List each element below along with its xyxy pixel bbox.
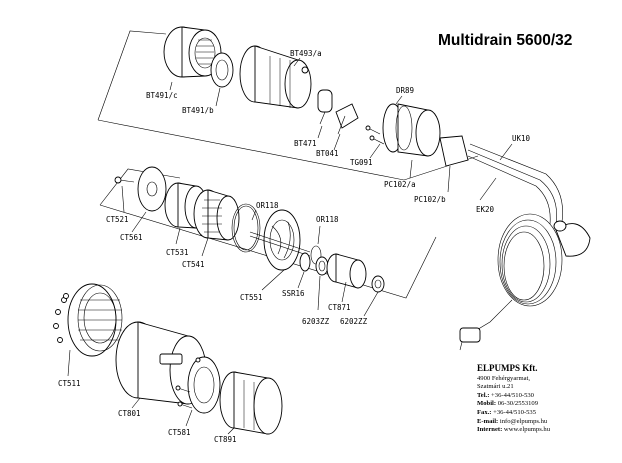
part-ct581 <box>175 356 221 414</box>
part-ct541 <box>193 189 240 241</box>
part-pc102a <box>395 103 441 157</box>
label-bt041: BT041 <box>316 149 339 158</box>
company-tel: Tel.: +36-44/510-530 <box>477 391 534 399</box>
label-ct541: CT541 <box>182 260 205 269</box>
part-ssr16 <box>299 252 311 272</box>
part-ct561 <box>137 166 167 212</box>
part-6203zz <box>315 256 329 276</box>
part-bt491b <box>210 52 234 88</box>
company-mobil: Mobil: 06-30/2553109 <box>477 400 539 408</box>
part-bt493a <box>239 45 312 109</box>
label-ct871: CT871 <box>328 303 351 312</box>
part-bt471 <box>317 89 333 125</box>
part-ct511 <box>53 283 123 357</box>
label-ssr16: SSR16 <box>282 289 305 298</box>
label-tg091: TG091 <box>350 158 373 167</box>
part-ct891 <box>219 371 283 435</box>
label-bt491c: BT491/c <box>146 91 178 100</box>
label-bt491b: BT491/b <box>182 106 214 115</box>
leader-lines <box>67 57 513 435</box>
part-float-switch <box>553 220 591 257</box>
company-internet: Internet: www.elpumps.hu <box>477 426 551 434</box>
label-dr89: DR89 <box>396 86 414 95</box>
company-address-line1: 4900 Fehérgyarmat, <box>477 374 530 382</box>
part-6202zz <box>371 275 385 293</box>
label-ct531: CT531 <box>166 248 189 257</box>
label-pc102a: PC102/a <box>384 180 416 189</box>
label-or118b: OR118 <box>316 215 339 224</box>
part-bt041 <box>335 103 359 135</box>
label-6203zz: 6203ZZ <box>302 317 330 326</box>
label-uk10: UK10 <box>512 134 531 143</box>
part-ct521 <box>114 176 135 184</box>
label-ct511: CT511 <box>58 379 81 388</box>
label-6202zz: 6202ZZ <box>340 317 368 326</box>
label-ct891: CT891 <box>214 435 237 444</box>
part-pc102b <box>439 135 469 167</box>
page-title: Multidrain 5600/32 <box>438 32 573 49</box>
label-ct581: CT581 <box>168 428 191 437</box>
label-pc102b: PC102/b <box>414 195 446 204</box>
part-ct551 <box>249 209 311 271</box>
label-ek20: EK20 <box>476 205 495 214</box>
company-name: ELPUMPS Kft. <box>477 363 538 373</box>
label-ct521: CT521 <box>106 215 129 224</box>
company-fax: Fax.: +36-44/510-535 <box>477 408 537 416</box>
company-contact-block: ELPUMPS Kft. 4900 Fehérgyarmat, Szatmári… <box>477 364 617 435</box>
label-ct551: CT551 <box>240 293 263 302</box>
label-ct561: CT561 <box>120 233 143 242</box>
part-tg091 <box>365 125 385 145</box>
part-or118a <box>231 203 261 253</box>
part-cable <box>459 143 563 351</box>
company-email: E-mail: info@elpumps.hu <box>477 417 548 425</box>
label-ct801: CT801 <box>118 409 141 418</box>
part-ct871 <box>326 253 367 289</box>
label-bt493a: BT493/a <box>290 49 322 58</box>
company-address-line2: Szatmári u.21 <box>477 383 514 391</box>
label-or118a: OR118 <box>256 201 279 210</box>
label-bt471: BT471 <box>294 139 317 148</box>
